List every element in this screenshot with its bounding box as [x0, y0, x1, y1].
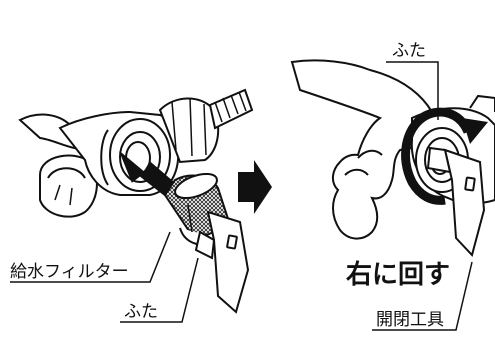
- filter-leader-line: [10, 231, 171, 283]
- left-coupler: [158, 97, 220, 164]
- clockwise-rotation-icon: [401, 107, 488, 205]
- filter-label: 給水フィルター: [10, 262, 129, 282]
- left-opening-tool: [194, 210, 250, 314]
- left-step-illustration: 給水フィルター ふた: [10, 88, 254, 323]
- left-cap-leader-line: [120, 257, 199, 323]
- rotate-instruction: 右に回す: [346, 260, 450, 290]
- right-cap-leader-line: [386, 61, 439, 120]
- tool-label: 開閉工具: [376, 310, 444, 330]
- right-step-illustration: ふた 右に回す 開閉工具: [290, 41, 495, 331]
- left-hose: [208, 88, 254, 130]
- right-opening-tool: [426, 146, 486, 257]
- left-cap-label: ふた: [124, 302, 158, 322]
- arrow-right-icon: [238, 160, 272, 214]
- right-cap-label: ふた: [392, 41, 426, 61]
- tool-leader-line: [372, 261, 473, 331]
- left-nut: [39, 154, 98, 218]
- insert-arrow-icon: [119, 151, 179, 199]
